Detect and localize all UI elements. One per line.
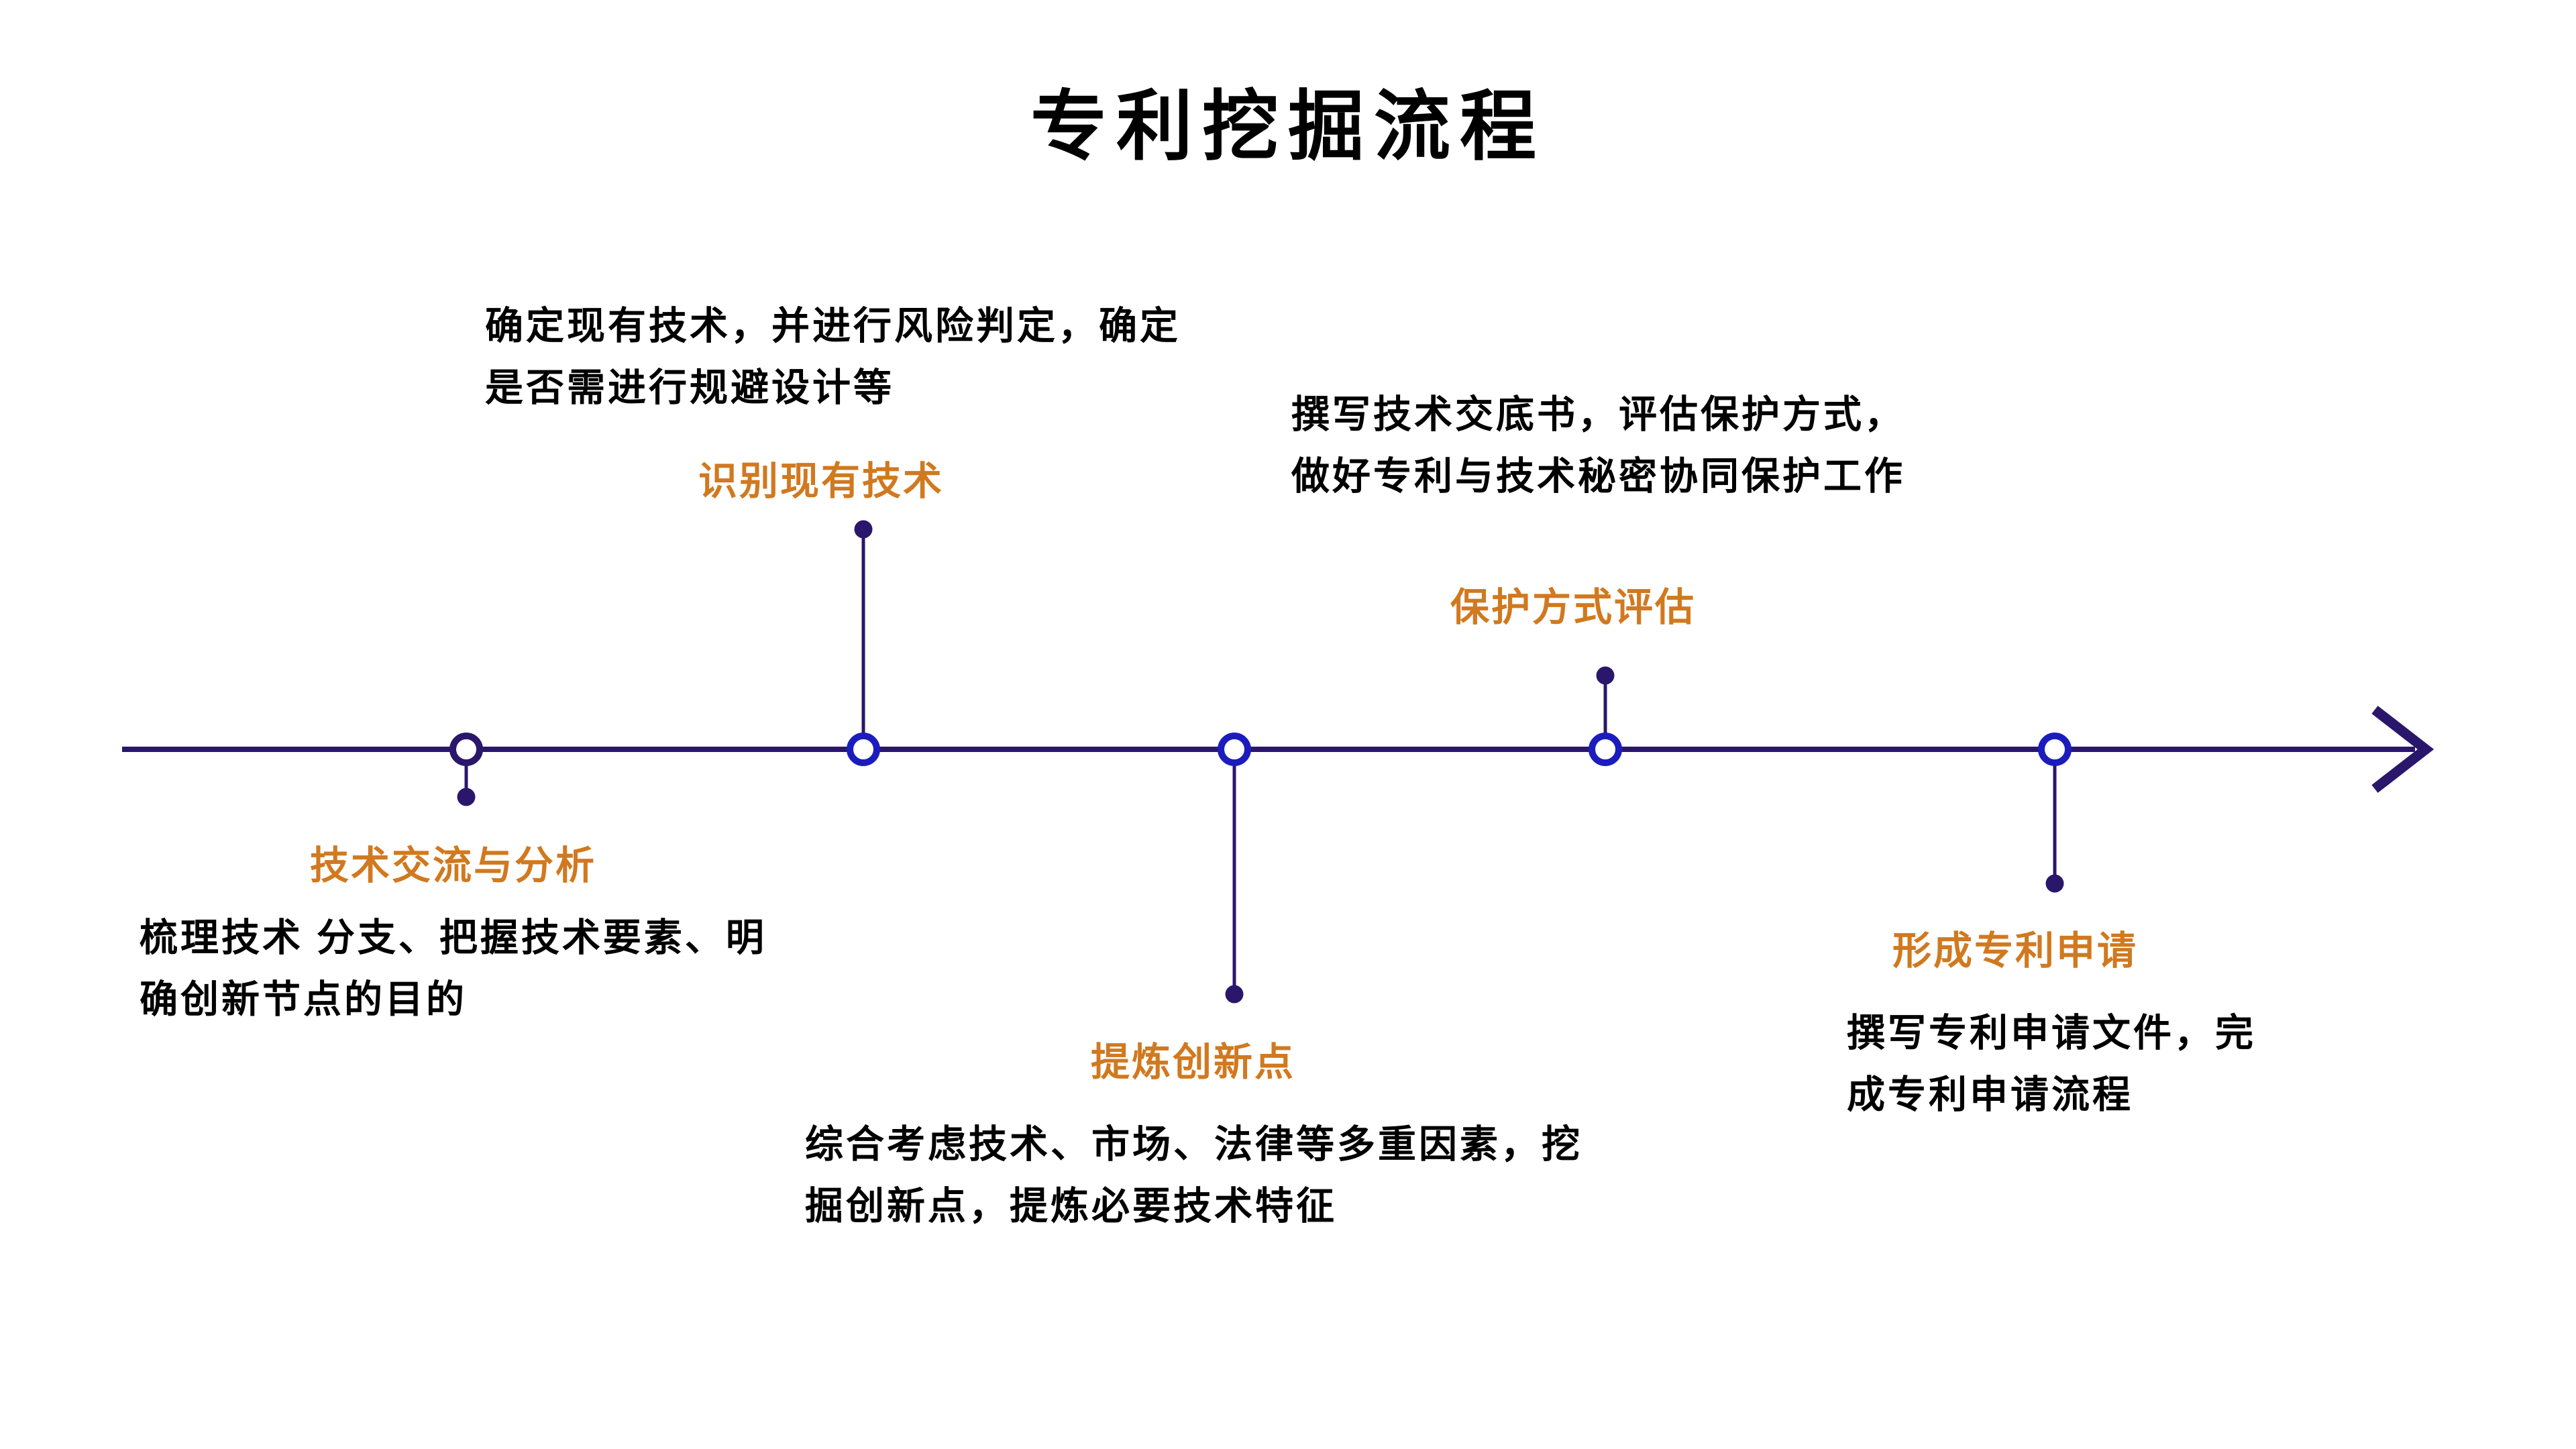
- stage-5-connector-dot: [2045, 874, 2064, 893]
- stage-2-description: 确定现有技术，并进行风险判定，确定 是否需进行规避设计等: [485, 295, 1181, 419]
- stage-3-description: 综合考虑技术、市场、法律等多重因素，挖 掘创新点，提炼必要技术特征: [805, 1114, 1582, 1237]
- stage-1-label: 技术交流与分析: [310, 844, 597, 888]
- page-title: 专利挖掘流程: [1030, 85, 1546, 170]
- stage-3-description-line-1: 综合考虑技术、市场、法律等多重因素，挖: [805, 1123, 1582, 1166]
- stage-5-description-line-1: 撰写专利申请文件，完: [1847, 1012, 2256, 1055]
- stage-5-label: 形成专利申请: [1892, 929, 2139, 973]
- timeline-node-5: [2038, 733, 2072, 766]
- timeline-node-2: [847, 733, 880, 766]
- stage-2-description-line-2: 是否需进行规避设计等: [485, 366, 894, 409]
- stage-1-connector-dot: [457, 788, 476, 806]
- timeline-arrowhead-icon: [2371, 706, 2434, 793]
- stage-4-connector-dot: [1596, 666, 1615, 685]
- stage-5-description-line-2: 成专利申请流程: [1847, 1073, 2133, 1116]
- stage-1-description-line-1: 梳理技术 分支、把握技术要素、明: [140, 916, 767, 959]
- stage-4-label: 保护方式评估: [1450, 586, 1697, 629]
- stage-2-label: 识别现有技术: [698, 460, 945, 503]
- stage-5-description: 撰写专利申请文件，完 成专利申请流程: [1847, 1002, 2256, 1126]
- stage-2-connector-dot: [854, 520, 873, 539]
- timeline-node-4: [1589, 733, 1622, 766]
- stage-4-description: 撰写技术交底书，评估保护方式， 做好专利与技术秘密协同保护工作: [1291, 384, 1905, 507]
- stage-2-description-line-1: 确定现有技术，并进行风险判定，确定: [485, 305, 1181, 347]
- stage-4-description-line-1: 撰写技术交底书，评估保护方式，: [1291, 393, 1905, 436]
- stage-3-connector-dot: [1225, 985, 1244, 1004]
- stage-3-label: 提炼创新点: [1091, 1040, 1296, 1084]
- timeline-node-1: [449, 733, 483, 766]
- stage-1-description-line-2: 确创新节点的目的: [140, 978, 467, 1021]
- stage-3-description-line-2: 掘创新点，提炼必要技术特征: [805, 1185, 1337, 1228]
- timeline-node-3: [1218, 733, 1251, 766]
- stage-1-description: 梳理技术 分支、把握技术要素、明 确创新节点的目的: [140, 907, 767, 1030]
- stage-4-description-line-2: 做好专利与技术秘密协同保护工作: [1291, 455, 1905, 498]
